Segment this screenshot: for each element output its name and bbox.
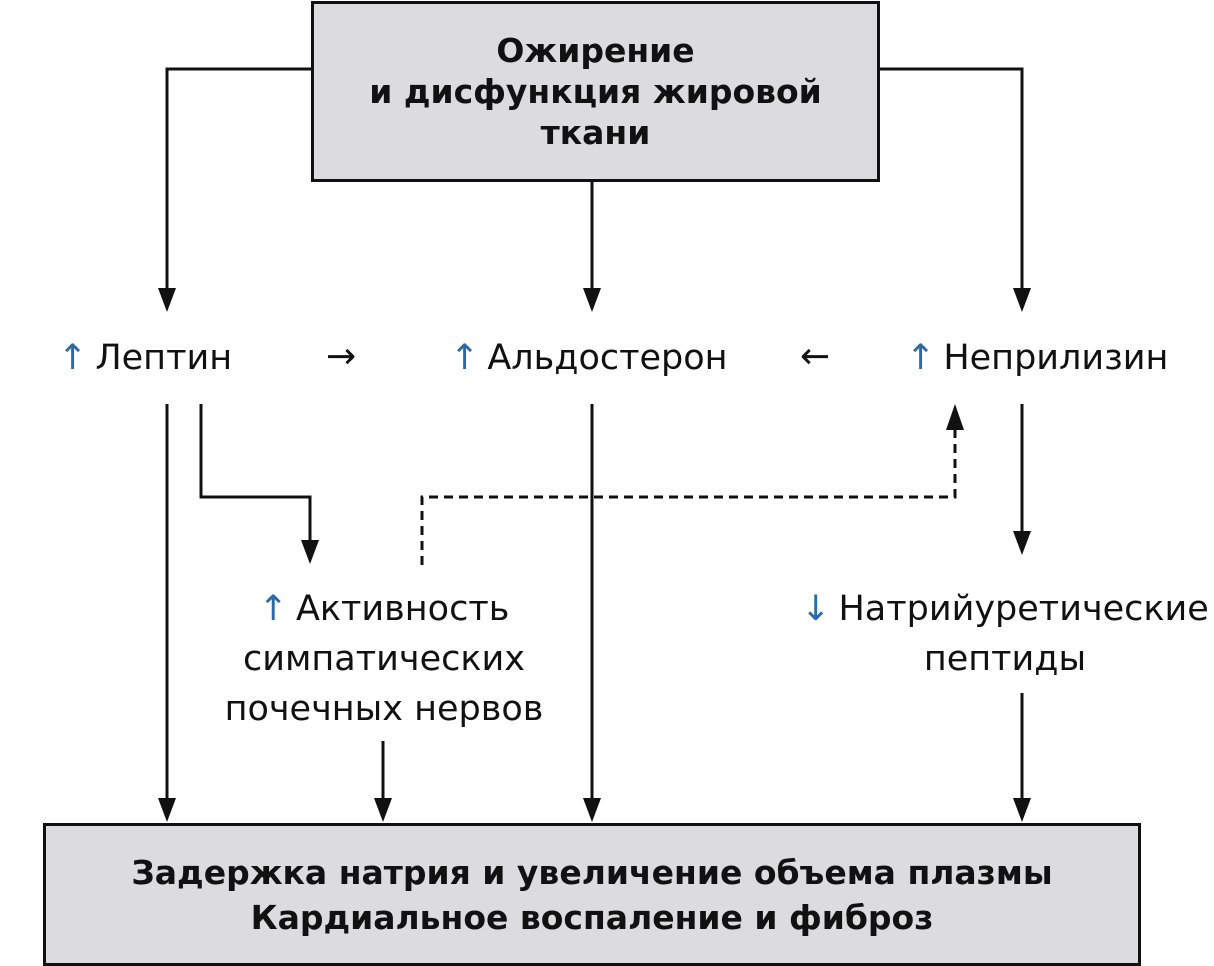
arrow-up-icon: ↑: [906, 338, 936, 378]
aldosterone-label: Альдостерон: [487, 338, 728, 378]
arrowhead: [946, 404, 964, 430]
arrowhead: [1013, 798, 1031, 822]
leptin-to-aldosterone-arrow-icon: →: [326, 336, 357, 377]
natriuretic-line-2: пептиды: [923, 639, 1087, 679]
leptin-label: Лептин: [95, 338, 233, 378]
obesity-line-3: ткани: [540, 113, 651, 152]
arrowhead: [301, 540, 319, 564]
aldosterone-node: ↑Альдостерон: [450, 333, 728, 383]
sympathetic-line-1: ↑Активность: [258, 589, 510, 629]
leptin-node: ↑Лептин: [58, 333, 232, 383]
outcome-box: Задержка натрия и увеличение объема плаз…: [43, 823, 1141, 966]
edge-leptin-to-sympathetic: [199, 404, 312, 552]
arrowhead: [583, 798, 601, 822]
edge-sympathetic-to-neprilysin-dashed: [420, 425, 957, 565]
arrowhead: [1013, 531, 1031, 555]
neprilysin-to-aldosterone-arrow-icon: ←: [800, 336, 831, 377]
sympathetic-node: ↑Активность симпатических почечных нерво…: [214, 584, 554, 734]
sympathetic-line-3: почечных нервов: [224, 689, 544, 729]
obesity-line-2: и дисфункция жировой: [369, 72, 822, 111]
arrow-up-icon: ↑: [450, 338, 480, 378]
obesity-line-1: Ожирение: [496, 31, 695, 70]
natriuretic-line-1: ↓Натрийуретические: [801, 589, 1209, 629]
outcome-line-1: Задержка натрия и увеличение объема плаз…: [131, 852, 1053, 892]
edge-top-to-leptin: [165, 67, 311, 300]
neprilysin-node: ↑Неприлизин: [906, 333, 1168, 383]
sympathetic-line-2: симпатических: [243, 639, 525, 679]
edge-top-to-neprilysin: [880, 67, 1024, 300]
natriuretic-node: ↓Натрийуретические пептиды: [800, 584, 1210, 684]
arrowhead: [158, 798, 176, 822]
arrow-up-icon: ↑: [58, 338, 88, 378]
arrow-down-icon: ↓: [801, 589, 831, 629]
arrowhead: [583, 288, 601, 312]
outcome-line-2: Кардиальное воспаление и фиброз: [250, 897, 934, 937]
arrow-up-icon: ↑: [258, 589, 288, 629]
neprilysin-label: Неприлизин: [943, 338, 1169, 378]
arrowhead: [374, 798, 392, 822]
obesity-box: Ожирение и дисфункция жировой ткани: [311, 1, 880, 182]
arrowhead: [158, 288, 176, 312]
arrowhead: [1013, 288, 1031, 312]
